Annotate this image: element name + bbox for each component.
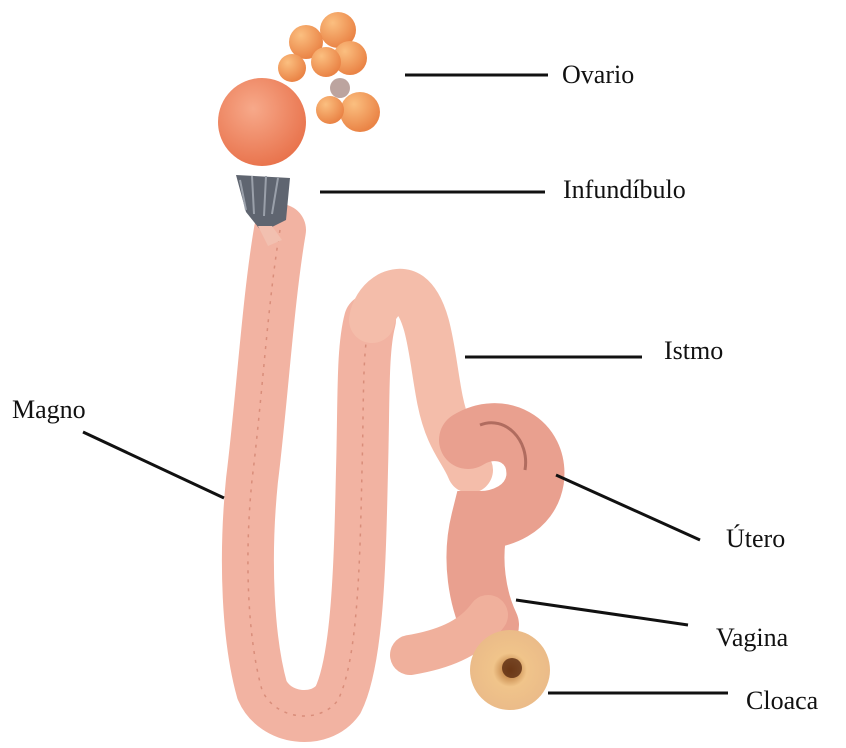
label-istmo: Istmo bbox=[664, 338, 723, 364]
label-cloaca: Cloaca bbox=[746, 688, 818, 714]
label-utero: Útero bbox=[726, 526, 785, 552]
magno-segment bbox=[248, 230, 370, 716]
leader-magno bbox=[83, 432, 224, 498]
label-infundibulo: Infundíbulo bbox=[563, 177, 686, 203]
label-ovario: Ovario bbox=[562, 62, 634, 88]
ovario-shape bbox=[218, 12, 380, 166]
label-magno: Magno bbox=[12, 397, 86, 423]
leader-vagina bbox=[516, 600, 688, 625]
leader-utero bbox=[556, 475, 700, 540]
label-vagina: Vagina bbox=[716, 625, 788, 651]
